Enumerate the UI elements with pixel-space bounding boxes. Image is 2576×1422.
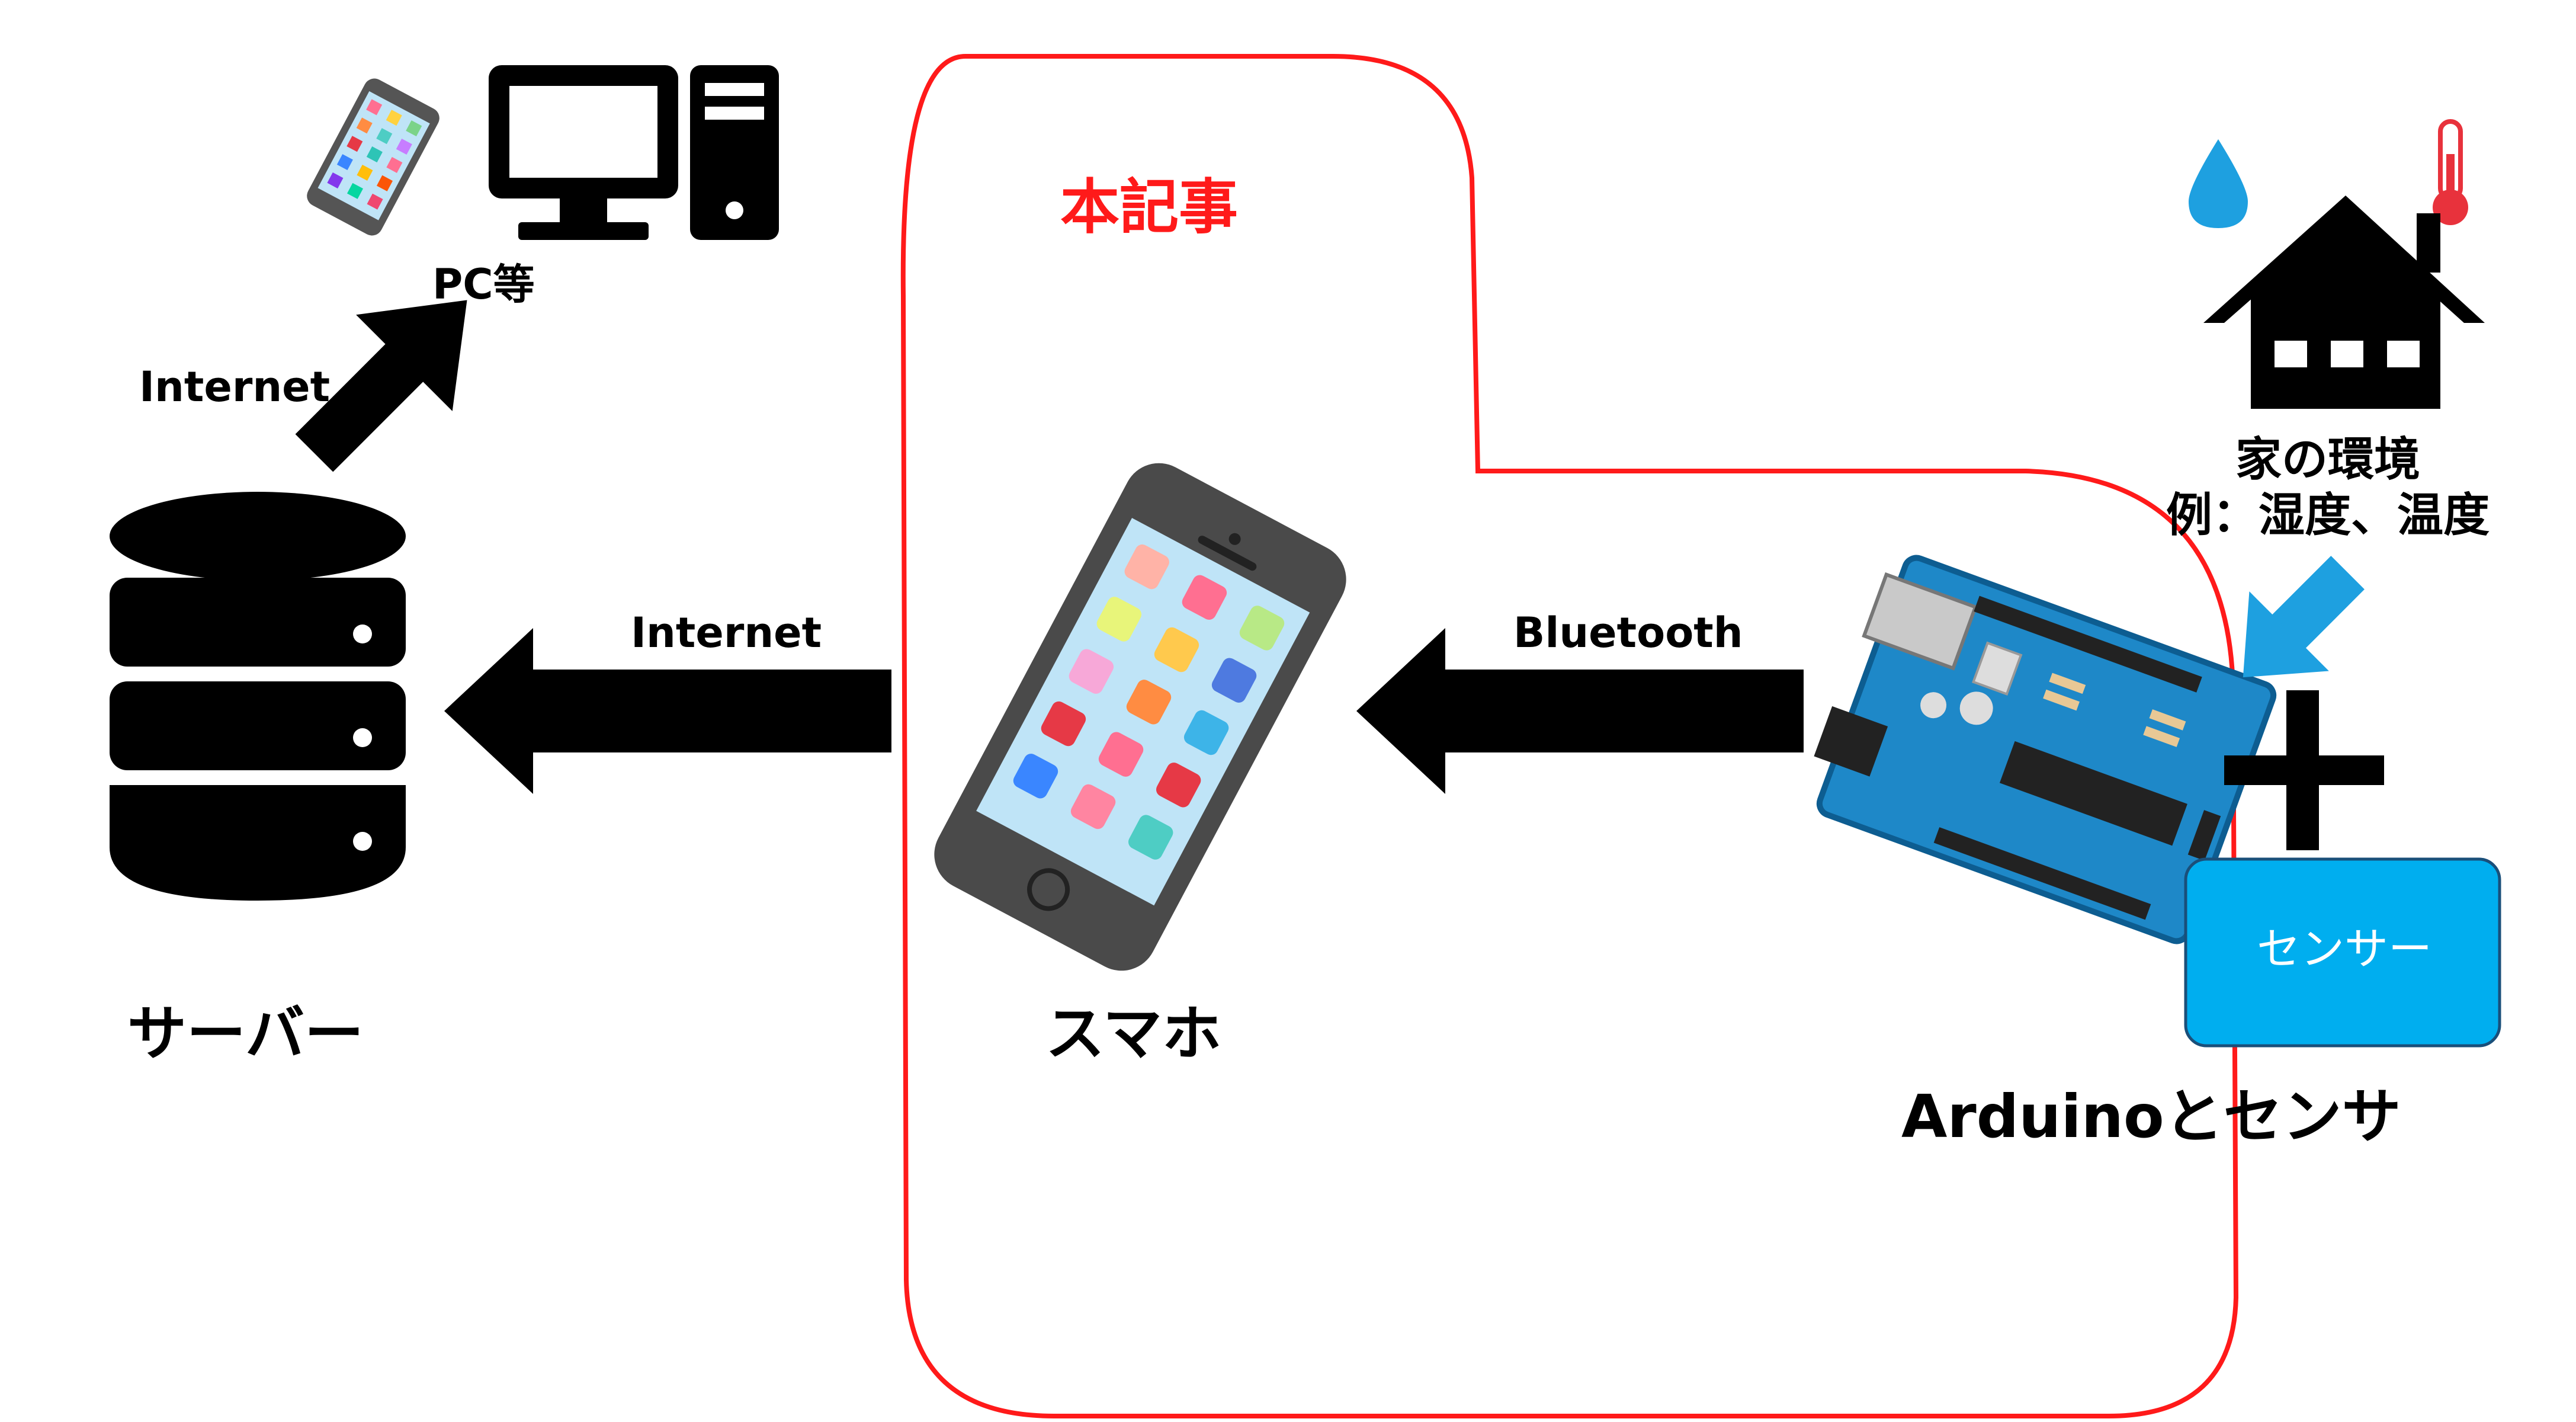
phone-label: スマホ [1045, 999, 1221, 1068]
article-scope-label: 本記事 [1060, 172, 1238, 242]
database-server-icon [110, 492, 406, 901]
internet-label-mid: Internet [631, 608, 822, 657]
arduino-label: Arduinoとセンサ [1901, 1082, 2401, 1151]
arrow-left-internet [444, 628, 891, 794]
server-label: サーバー [127, 999, 364, 1068]
desktop-computer-icon [489, 65, 779, 240]
arrow-up-right-icon [295, 300, 467, 472]
home-environment-label: 家の環境 例：湿度、温度 [2153, 433, 2503, 543]
water-drop-icon [2189, 139, 2248, 228]
internet-label-top: Internet [139, 363, 331, 411]
sensor-box [2184, 857, 2501, 1048]
arduino-board-icon [1814, 555, 2277, 944]
home-environment-example: 例：湿度、温度 [2166, 488, 2490, 542]
pc-label: PC等 [432, 260, 535, 309]
smartphone-app-grid [1013, 544, 1285, 860]
arrow-down-left-icon [2243, 556, 2365, 678]
article-scope-outline [900, 54, 2239, 1418]
thermometer-icon [2433, 119, 2468, 225]
smartphone-small-icon [307, 78, 440, 236]
sensor-box-label: センサー [2257, 924, 2432, 975]
bluetooth-label: Bluetooth [1513, 608, 1743, 657]
house-icon [2203, 196, 2485, 409]
home-environment-title: 家の環境 [2235, 433, 2420, 486]
arrow-left-bluetooth [1356, 628, 1804, 794]
plus-icon [2224, 690, 2384, 850]
